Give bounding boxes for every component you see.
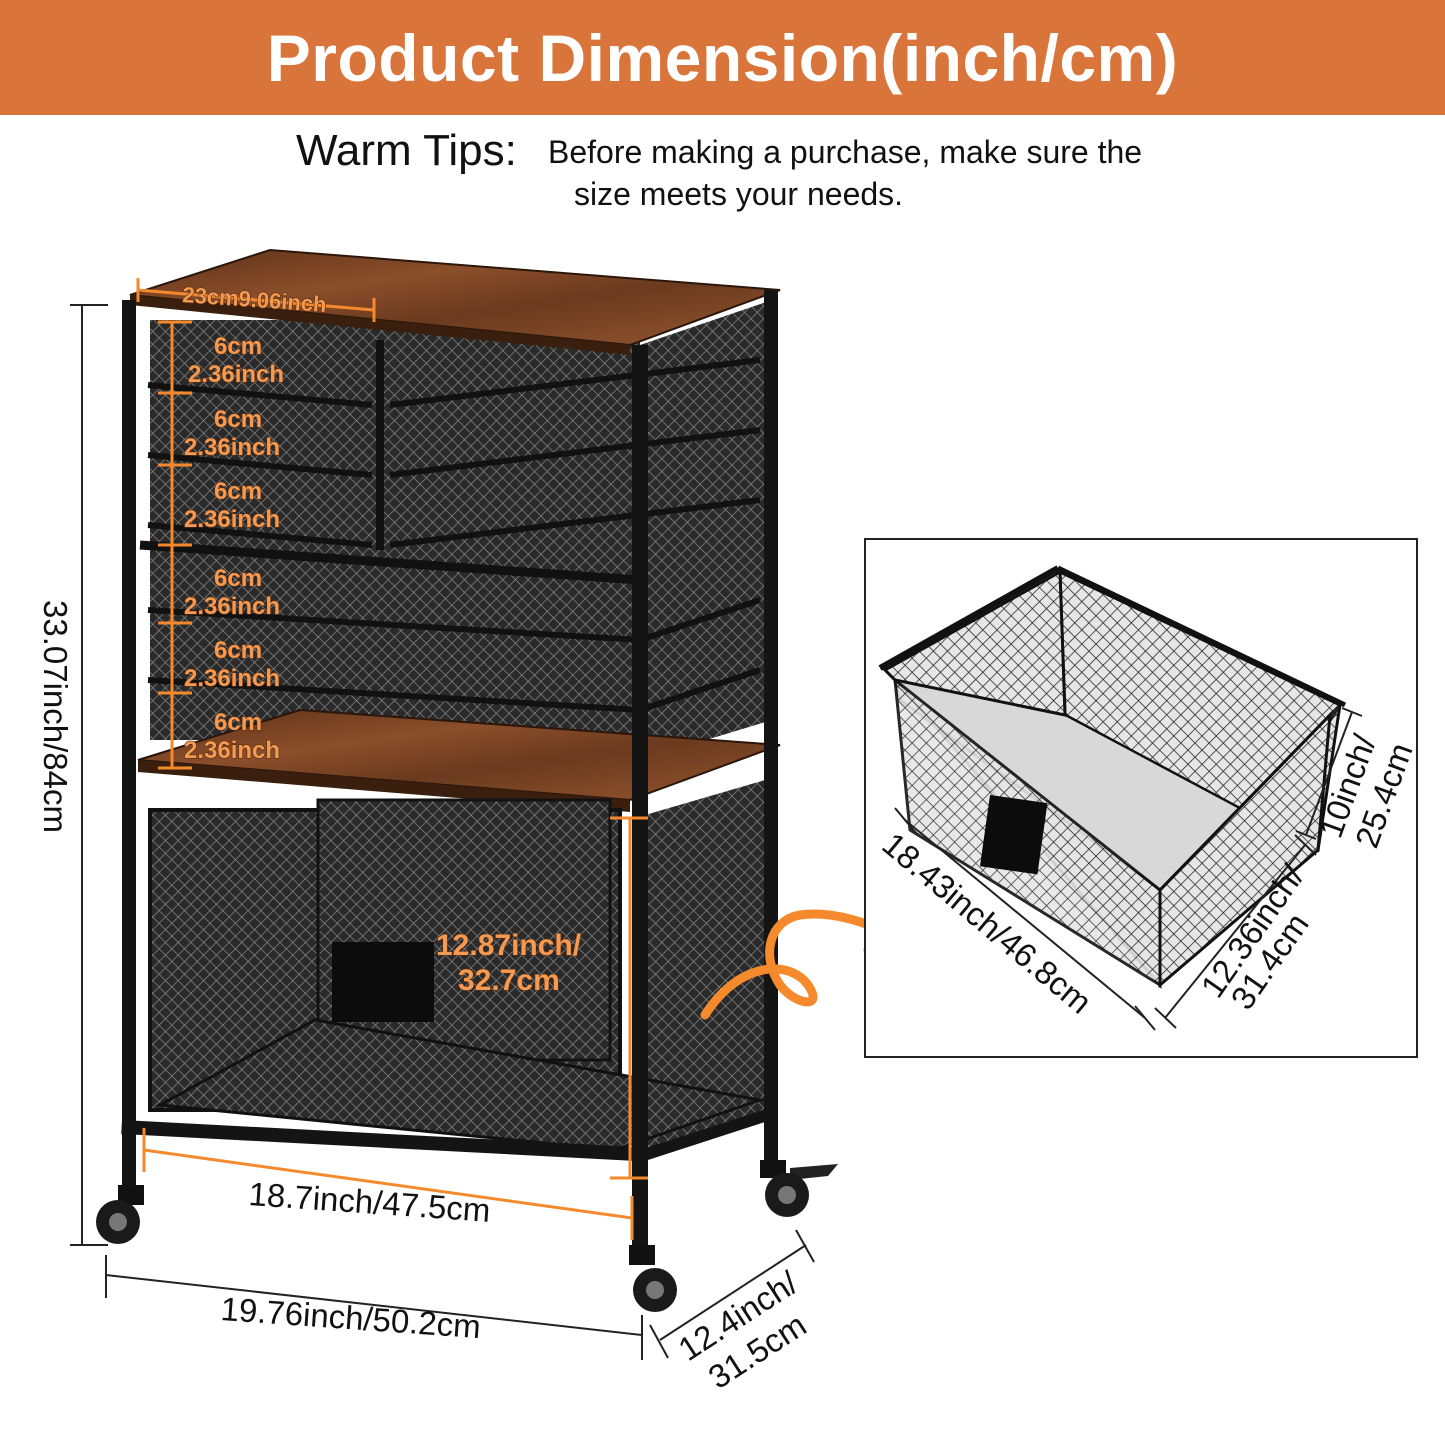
shelf-1-inch-label: 2.36inch (188, 361, 284, 388)
cart-dimension-lines (70, 278, 815, 1360)
shelf-1-cm-label: 6cm (214, 333, 262, 360)
shelf-6-cm-label: 6cm (214, 709, 262, 736)
caster-wheel-icon (96, 1185, 144, 1244)
cart-frame (121, 290, 778, 1250)
mesh-basket-icon (878, 565, 1347, 990)
middle-bar (139, 540, 641, 585)
caster-wheel-icon (629, 1245, 677, 1312)
shelf-5-cm-label: 6cm (214, 637, 262, 664)
drawer-height-label-line-1: 12.87inch/ (436, 929, 582, 962)
page-title: Product Dimension(inch/cm) (266, 20, 1179, 95)
shelf-6-inch-label: 2.36inch (184, 737, 280, 764)
top-board-edge (130, 295, 630, 355)
shelf-2-inch-label: 2.36inch (184, 434, 280, 461)
drawer-height-label-line-2: 32.7cm (458, 964, 560, 997)
shelf-4-cm-label: 6cm (214, 565, 262, 592)
drawer-floor (155, 1018, 766, 1152)
shelf-3-inch-label: 2.36inch (184, 506, 280, 533)
shelf-trays (147, 357, 761, 713)
rolling-cart (96, 248, 838, 1312)
outer-width-label: 19.76inch/50.2cm (220, 1290, 482, 1345)
lower-mesh-side (645, 780, 765, 1150)
shelf-4-inch-label: 2.36inch (184, 593, 280, 620)
caster-wheel-icon (760, 1160, 838, 1217)
total-height-label: 33.07inch/84cm (37, 600, 74, 833)
warm-tips-line-2: size meets your needs. (574, 176, 904, 212)
drawer-label-holder (332, 942, 434, 1022)
title-banner: Product Dimension(inch/cm) (0, 0, 1445, 115)
warm-tips: Warm Tips: Before making a purchase, mak… (0, 118, 1445, 218)
inner-width-label: 18.7inch/47.5cm (248, 1175, 492, 1229)
shelf-3-cm-label: 6cm (214, 478, 262, 505)
warm-tips-line-1: Before making a purchase, make sure the (548, 134, 1143, 170)
upper-mesh-side (640, 300, 772, 760)
warm-tips-heading: Warm Tips: (296, 126, 517, 175)
basket-dimension-lines (894, 707, 1363, 1031)
shelf-2-cm-label: 6cm (214, 406, 262, 433)
shelf-5-inch-label: 2.36inch (184, 665, 280, 692)
